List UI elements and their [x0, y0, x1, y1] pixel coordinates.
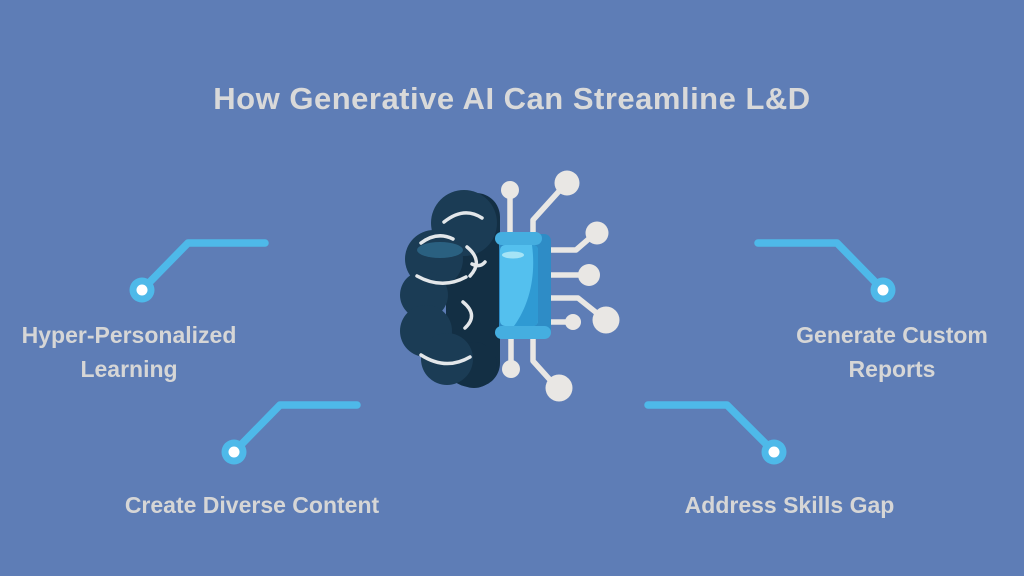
connector-left	[129, 239, 269, 303]
connector-bottom-left	[221, 401, 361, 465]
label-hyper-personalized-learning: Hyper-Personalized Learning	[21, 322, 237, 382]
chip-icon	[495, 232, 551, 339]
connector-bottom-left-dot	[228, 446, 240, 458]
brain-half-icon	[400, 190, 500, 388]
connector-right-dot	[877, 284, 889, 296]
connector-bottom-right-dot	[768, 446, 780, 458]
connector-bottom-right	[644, 401, 787, 465]
connector-right	[754, 239, 896, 303]
connector-left-dot	[136, 284, 148, 296]
label-address-skills-gap: Address Skills Gap	[684, 492, 895, 518]
page-title: How Generative AI Can Streamline L&D	[213, 81, 811, 116]
brain-fold-lines	[415, 211, 487, 366]
label-generate-custom-reports: Generate Custom Reports	[796, 322, 988, 382]
circuit-nodes-icon	[501, 170, 620, 402]
brain-fold-ellipse	[417, 242, 463, 258]
label-create-diverse-content: Create Diverse Content	[124, 492, 380, 518]
brain-chip-icon	[400, 170, 620, 402]
